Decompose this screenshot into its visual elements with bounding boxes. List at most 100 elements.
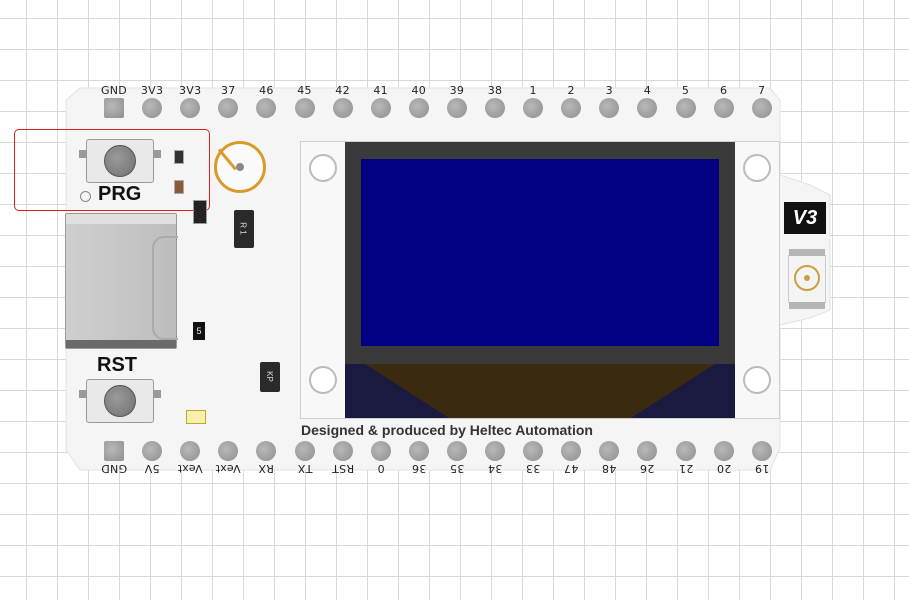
pin-0[interactable] [370, 441, 391, 461]
oled-module[interactable] [300, 141, 780, 419]
coil-center [236, 163, 244, 171]
pin-5[interactable] [675, 98, 696, 118]
coil-lead [217, 148, 237, 171]
usb-c-port [152, 236, 178, 340]
oled-frame [345, 142, 735, 364]
smd-label: 5 [196, 326, 202, 336]
smd-resistor [174, 150, 184, 164]
status-led[interactable] [186, 410, 206, 424]
prg-button-cap[interactable] [104, 145, 136, 177]
bottom-pin-label: 35 [449, 462, 465, 475]
pin-48[interactable] [599, 441, 620, 461]
version-badge: V3 [784, 202, 826, 234]
smd-resistor [174, 180, 184, 194]
selection-highlight [14, 129, 210, 211]
pin-3[interactable] [599, 98, 620, 118]
ufl-pad [789, 302, 825, 309]
rst-button-leg [153, 390, 161, 398]
top-pin-label: 3 [605, 84, 613, 97]
bottom-pin-label: 5V [144, 462, 160, 475]
top-pin-label: 45 [297, 84, 312, 97]
pin-26[interactable] [637, 441, 658, 461]
pin-vext[interactable] [218, 441, 239, 461]
bottom-pin-label: 0 [377, 462, 385, 475]
oled-mount-hole [743, 154, 771, 182]
pin-4[interactable] [637, 98, 658, 118]
oled-mount-hole [743, 366, 771, 394]
top-pin-label: 5 [681, 84, 690, 97]
top-pin-label: 37 [220, 84, 236, 97]
mounting-dot [80, 191, 91, 202]
pin-vext[interactable] [180, 441, 201, 461]
pin-1[interactable] [523, 98, 544, 118]
pin-2[interactable] [561, 98, 582, 118]
oled-screen[interactable] [361, 159, 719, 346]
pin-gnd[interactable] [104, 441, 124, 461]
rst-button-cap[interactable] [104, 385, 136, 417]
bottom-pin-label: TX [297, 462, 312, 475]
kp-chip-label: KP [264, 371, 274, 382]
bottom-pin-label: 36 [411, 462, 427, 475]
pin-46[interactable] [256, 98, 277, 118]
version-label: V3 [792, 207, 818, 229]
pin-36[interactable] [408, 441, 429, 461]
pin-20[interactable] [713, 441, 734, 461]
pin-42[interactable] [332, 98, 353, 118]
pin-41[interactable] [370, 98, 391, 118]
top-pin-label: GND [100, 84, 128, 97]
bottom-pin-label: 20 [716, 462, 731, 475]
bottom-pin-label: RX [258, 462, 275, 475]
bottom-pin-label: 21 [678, 462, 693, 475]
top-pin-label: 3V3 [140, 84, 164, 97]
top-pin-label: 40 [411, 84, 427, 97]
prg-button[interactable] [79, 139, 161, 183]
pin-7[interactable] [751, 98, 772, 118]
antenna-coil[interactable] [214, 141, 266, 193]
pin-39[interactable] [446, 98, 467, 118]
rst-button[interactable] [79, 379, 161, 423]
pin-34[interactable] [485, 441, 505, 461]
oled-mount-hole [309, 366, 337, 394]
r1-chip: R 1 [234, 210, 254, 248]
ufl-ring [794, 265, 820, 291]
pin-3v3[interactable] [180, 98, 201, 118]
bottom-pin-label: 19 [754, 462, 769, 475]
pin-35[interactable] [446, 441, 467, 461]
pin-5v[interactable] [142, 441, 163, 461]
usb-c-lip [66, 214, 176, 224]
pin-45[interactable] [294, 98, 315, 118]
pin-40[interactable] [408, 98, 429, 118]
r1-chip-label: R 1 [238, 222, 248, 235]
ufl-center [804, 275, 810, 281]
top-pin-label: 38 [487, 84, 503, 97]
oled-mount-hole [309, 154, 337, 182]
pin-47[interactable] [561, 441, 582, 461]
prg-label: PRG [98, 183, 142, 205]
prg-button-leg [153, 150, 161, 158]
top-pin-label: 6 [719, 84, 728, 97]
top-pin-label: 46 [259, 84, 274, 97]
rst-button-leg [79, 390, 87, 398]
pin-gnd[interactable] [104, 98, 124, 118]
top-pin-label: 39 [449, 84, 465, 97]
pin-tx[interactable] [294, 441, 315, 461]
ufl-connector[interactable] [788, 249, 826, 309]
credit-text: Designed & produced by Heltec Automation [301, 422, 593, 438]
bottom-pin-label: 47 [563, 462, 579, 475]
bottom-pin-label: Vext [177, 462, 203, 475]
pin-37[interactable] [218, 98, 239, 118]
bottom-pin-label: 48 [602, 462, 617, 475]
usb-c-connector[interactable] [65, 213, 178, 349]
pin-6[interactable] [713, 98, 734, 118]
pin-3v3[interactable] [142, 98, 163, 118]
pin-21[interactable] [675, 441, 696, 461]
pin-38[interactable] [485, 98, 505, 118]
bottom-pin-label: 33 [525, 462, 541, 475]
kp-chip: KP [260, 362, 280, 392]
rst-label: RST [97, 354, 137, 376]
pin-33[interactable] [523, 441, 544, 461]
pin-rst[interactable] [332, 441, 353, 461]
pin-19[interactable] [751, 441, 772, 461]
pin-rx[interactable] [256, 441, 277, 461]
